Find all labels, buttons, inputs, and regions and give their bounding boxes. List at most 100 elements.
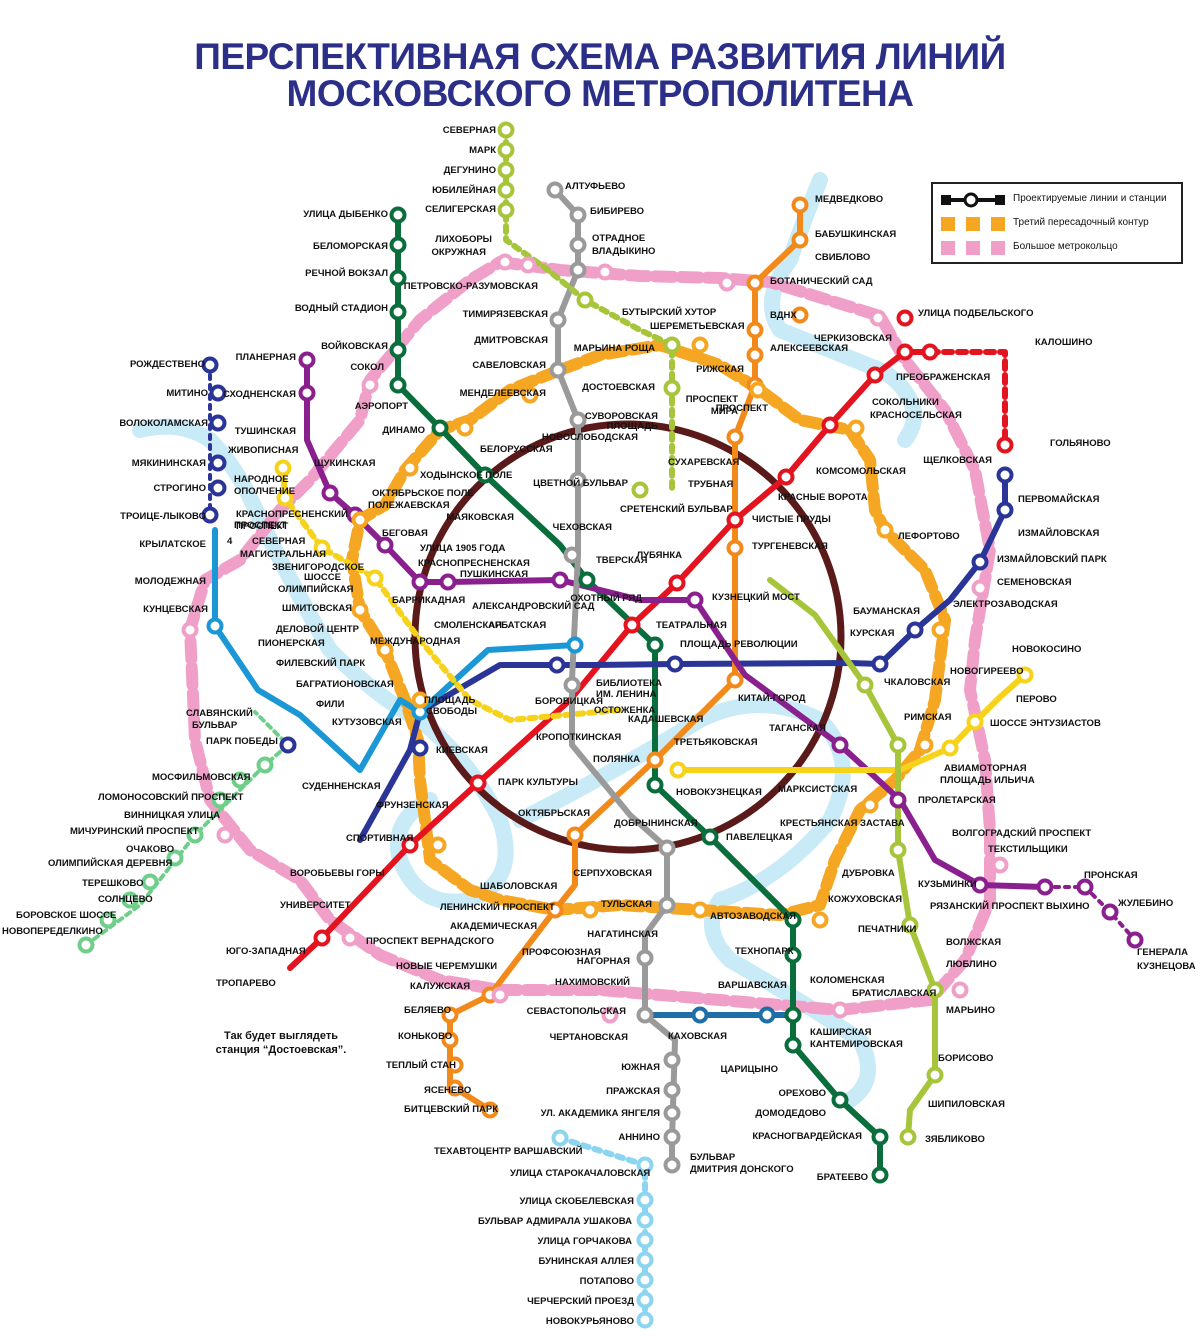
station-marker[interactable] (777, 468, 795, 486)
station-marker[interactable] (871, 1166, 889, 1184)
station-marker[interactable] (401, 836, 419, 854)
station-marker[interactable] (996, 466, 1014, 484)
station-marker[interactable] (1076, 878, 1094, 896)
station-marker[interactable] (631, 481, 649, 499)
station-marker[interactable] (456, 419, 474, 437)
station-marker[interactable] (181, 621, 199, 639)
station-marker[interactable] (926, 981, 944, 999)
station-marker[interactable] (279, 736, 297, 754)
station-marker[interactable] (519, 256, 537, 274)
station-marker[interactable] (889, 736, 907, 754)
station-marker[interactable] (1101, 903, 1119, 921)
station-marker[interactable] (497, 201, 515, 219)
station-marker[interactable] (971, 553, 989, 571)
station-marker[interactable] (401, 459, 419, 477)
station-marker[interactable] (663, 1128, 681, 1146)
station-marker[interactable] (668, 574, 686, 592)
station-marker[interactable] (663, 379, 681, 397)
station-marker[interactable] (636, 949, 654, 967)
station-marker[interactable] (636, 1191, 654, 1209)
station-marker[interactable] (718, 274, 736, 292)
station-marker[interactable] (274, 459, 292, 477)
station-marker[interactable] (497, 121, 515, 139)
station-marker[interactable] (411, 691, 429, 709)
station-marker[interactable] (566, 826, 584, 844)
station-marker[interactable] (636, 1251, 654, 1269)
station-marker[interactable] (121, 891, 139, 909)
station-marker[interactable] (389, 376, 407, 394)
station-marker[interactable] (1016, 666, 1034, 684)
station-marker[interactable] (791, 306, 809, 324)
station-marker[interactable] (209, 454, 227, 472)
station-marker[interactable] (389, 206, 407, 224)
station-marker[interactable] (366, 569, 384, 587)
station-marker[interactable] (446, 1056, 464, 1074)
station-marker[interactable] (726, 428, 744, 446)
station-marker[interactable] (341, 929, 359, 947)
station-marker[interactable] (896, 309, 914, 327)
station-marker[interactable] (869, 309, 887, 327)
station-marker[interactable] (211, 791, 229, 809)
station-marker[interactable] (889, 791, 907, 809)
station-marker[interactable] (411, 739, 429, 757)
station-marker[interactable] (491, 986, 509, 1004)
station-marker[interactable] (569, 261, 587, 279)
station-marker[interactable] (726, 671, 744, 689)
station-marker[interactable] (811, 911, 829, 929)
station-marker[interactable] (521, 386, 539, 404)
station-marker[interactable] (663, 1081, 681, 1099)
station-marker[interactable] (926, 1066, 944, 1084)
station-marker[interactable] (636, 1271, 654, 1289)
station-marker[interactable] (636, 1231, 654, 1249)
station-marker[interactable] (201, 506, 219, 524)
station-marker[interactable] (646, 751, 664, 769)
station-marker[interactable] (663, 336, 681, 354)
station-marker[interactable] (476, 466, 494, 484)
station-marker[interactable] (856, 676, 874, 694)
station-marker[interactable] (563, 676, 581, 694)
station-marker[interactable] (646, 636, 664, 654)
station-marker[interactable] (389, 236, 407, 254)
station-marker[interactable] (569, 206, 587, 224)
station-marker[interactable] (469, 774, 487, 792)
station-marker[interactable] (481, 1101, 499, 1119)
station-marker[interactable] (784, 1006, 802, 1024)
station-marker[interactable] (361, 376, 379, 394)
station-marker[interactable] (1036, 878, 1054, 896)
station-marker[interactable] (636, 1156, 654, 1174)
station-marker[interactable] (821, 416, 839, 434)
station-marker[interactable] (966, 713, 984, 731)
station-marker[interactable] (446, 1079, 464, 1097)
station-marker[interactable] (497, 161, 515, 179)
station-marker[interactable] (691, 1006, 709, 1024)
station-marker[interactable] (351, 601, 369, 619)
station-marker[interactable] (376, 536, 394, 554)
station-marker[interactable] (313, 539, 331, 557)
station-marker[interactable] (216, 826, 234, 844)
station-marker[interactable] (663, 1104, 681, 1122)
station-marker[interactable] (663, 1051, 681, 1069)
station-marker[interactable] (847, 419, 865, 437)
station-marker[interactable] (658, 839, 676, 857)
station-marker[interactable] (376, 641, 394, 659)
station-marker[interactable] (746, 274, 764, 292)
station-marker[interactable] (601, 1006, 619, 1024)
station-marker[interactable] (581, 901, 599, 919)
station-marker[interactable] (209, 384, 227, 402)
station-marker[interactable] (916, 736, 934, 754)
station-marker[interactable] (389, 269, 407, 287)
station-marker[interactable] (791, 231, 809, 249)
station-marker[interactable] (746, 346, 764, 364)
station-marker[interactable] (931, 621, 949, 639)
station-marker[interactable] (411, 573, 429, 591)
station-marker[interactable] (321, 484, 339, 502)
station-marker[interactable] (313, 929, 331, 947)
station-marker[interactable] (996, 436, 1014, 454)
station-marker[interactable] (551, 571, 569, 589)
station-marker[interactable] (831, 736, 849, 754)
station-marker[interactable] (596, 263, 614, 281)
station-marker[interactable] (1126, 931, 1144, 949)
station-marker[interactable] (889, 841, 907, 859)
station-marker[interactable] (201, 356, 219, 374)
station-marker[interactable] (663, 1156, 681, 1174)
